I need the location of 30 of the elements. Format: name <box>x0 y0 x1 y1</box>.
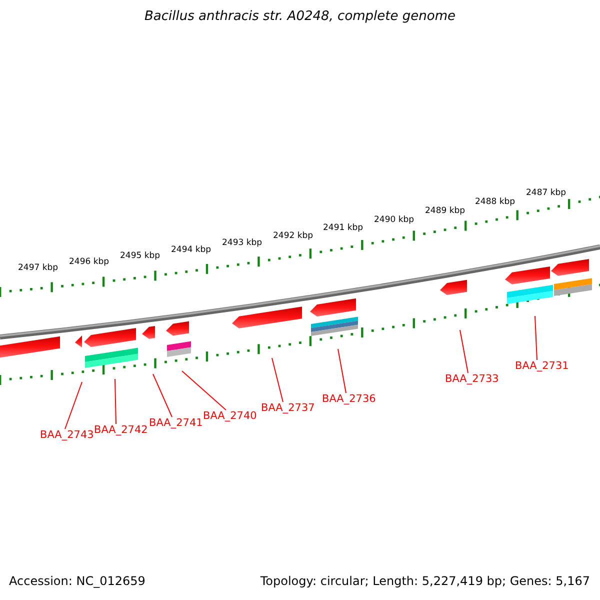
leader-line <box>272 358 284 402</box>
gene-label: BAA_2741 <box>149 417 203 429</box>
gene-label: BAA_2737 <box>261 402 315 414</box>
leader-line <box>460 330 468 374</box>
tick-label: 2491 kbp <box>323 223 364 233</box>
leader-line <box>182 370 226 410</box>
tick-label: 2489 kbp <box>425 206 466 216</box>
leader-line <box>534 316 538 360</box>
accession-text: Accession: NC_012659 <box>9 574 146 588</box>
tick-label: 2495 kbp <box>120 251 160 261</box>
gene-label: BAA_2740 <box>203 410 257 422</box>
gene-label: BAA_2733 <box>445 373 499 385</box>
genome-summary-text: Topology: circular; Length: 5,227,419 bp; Genes: 5,167 <box>260 574 590 588</box>
gene-label: BAA_2742 <box>94 424 148 436</box>
gene-label: BAA_2736 <box>322 393 376 405</box>
leader-line <box>338 348 346 394</box>
gene-label: BAA_2743 <box>40 429 94 441</box>
tick-label: 2494 kbp <box>171 245 212 255</box>
tick-label: 2490 kbp <box>374 215 414 225</box>
leader-line <box>152 374 172 418</box>
diagram-title: Bacillus anthracis str. A0248, complete genome <box>144 9 456 24</box>
leader-line <box>114 378 116 424</box>
tick-label: 2493 kbp <box>222 238 262 248</box>
tick-label: 2488 kbp <box>475 197 516 207</box>
tick-label: 2496 kbp <box>69 257 110 267</box>
leader-line <box>64 382 82 430</box>
gene-label: BAA_2731 <box>515 360 569 372</box>
tick-label: 2487 kbp <box>526 188 566 198</box>
tick-label: 2492 kbp <box>273 231 314 241</box>
tick-label: 2497 kbp <box>18 263 58 273</box>
